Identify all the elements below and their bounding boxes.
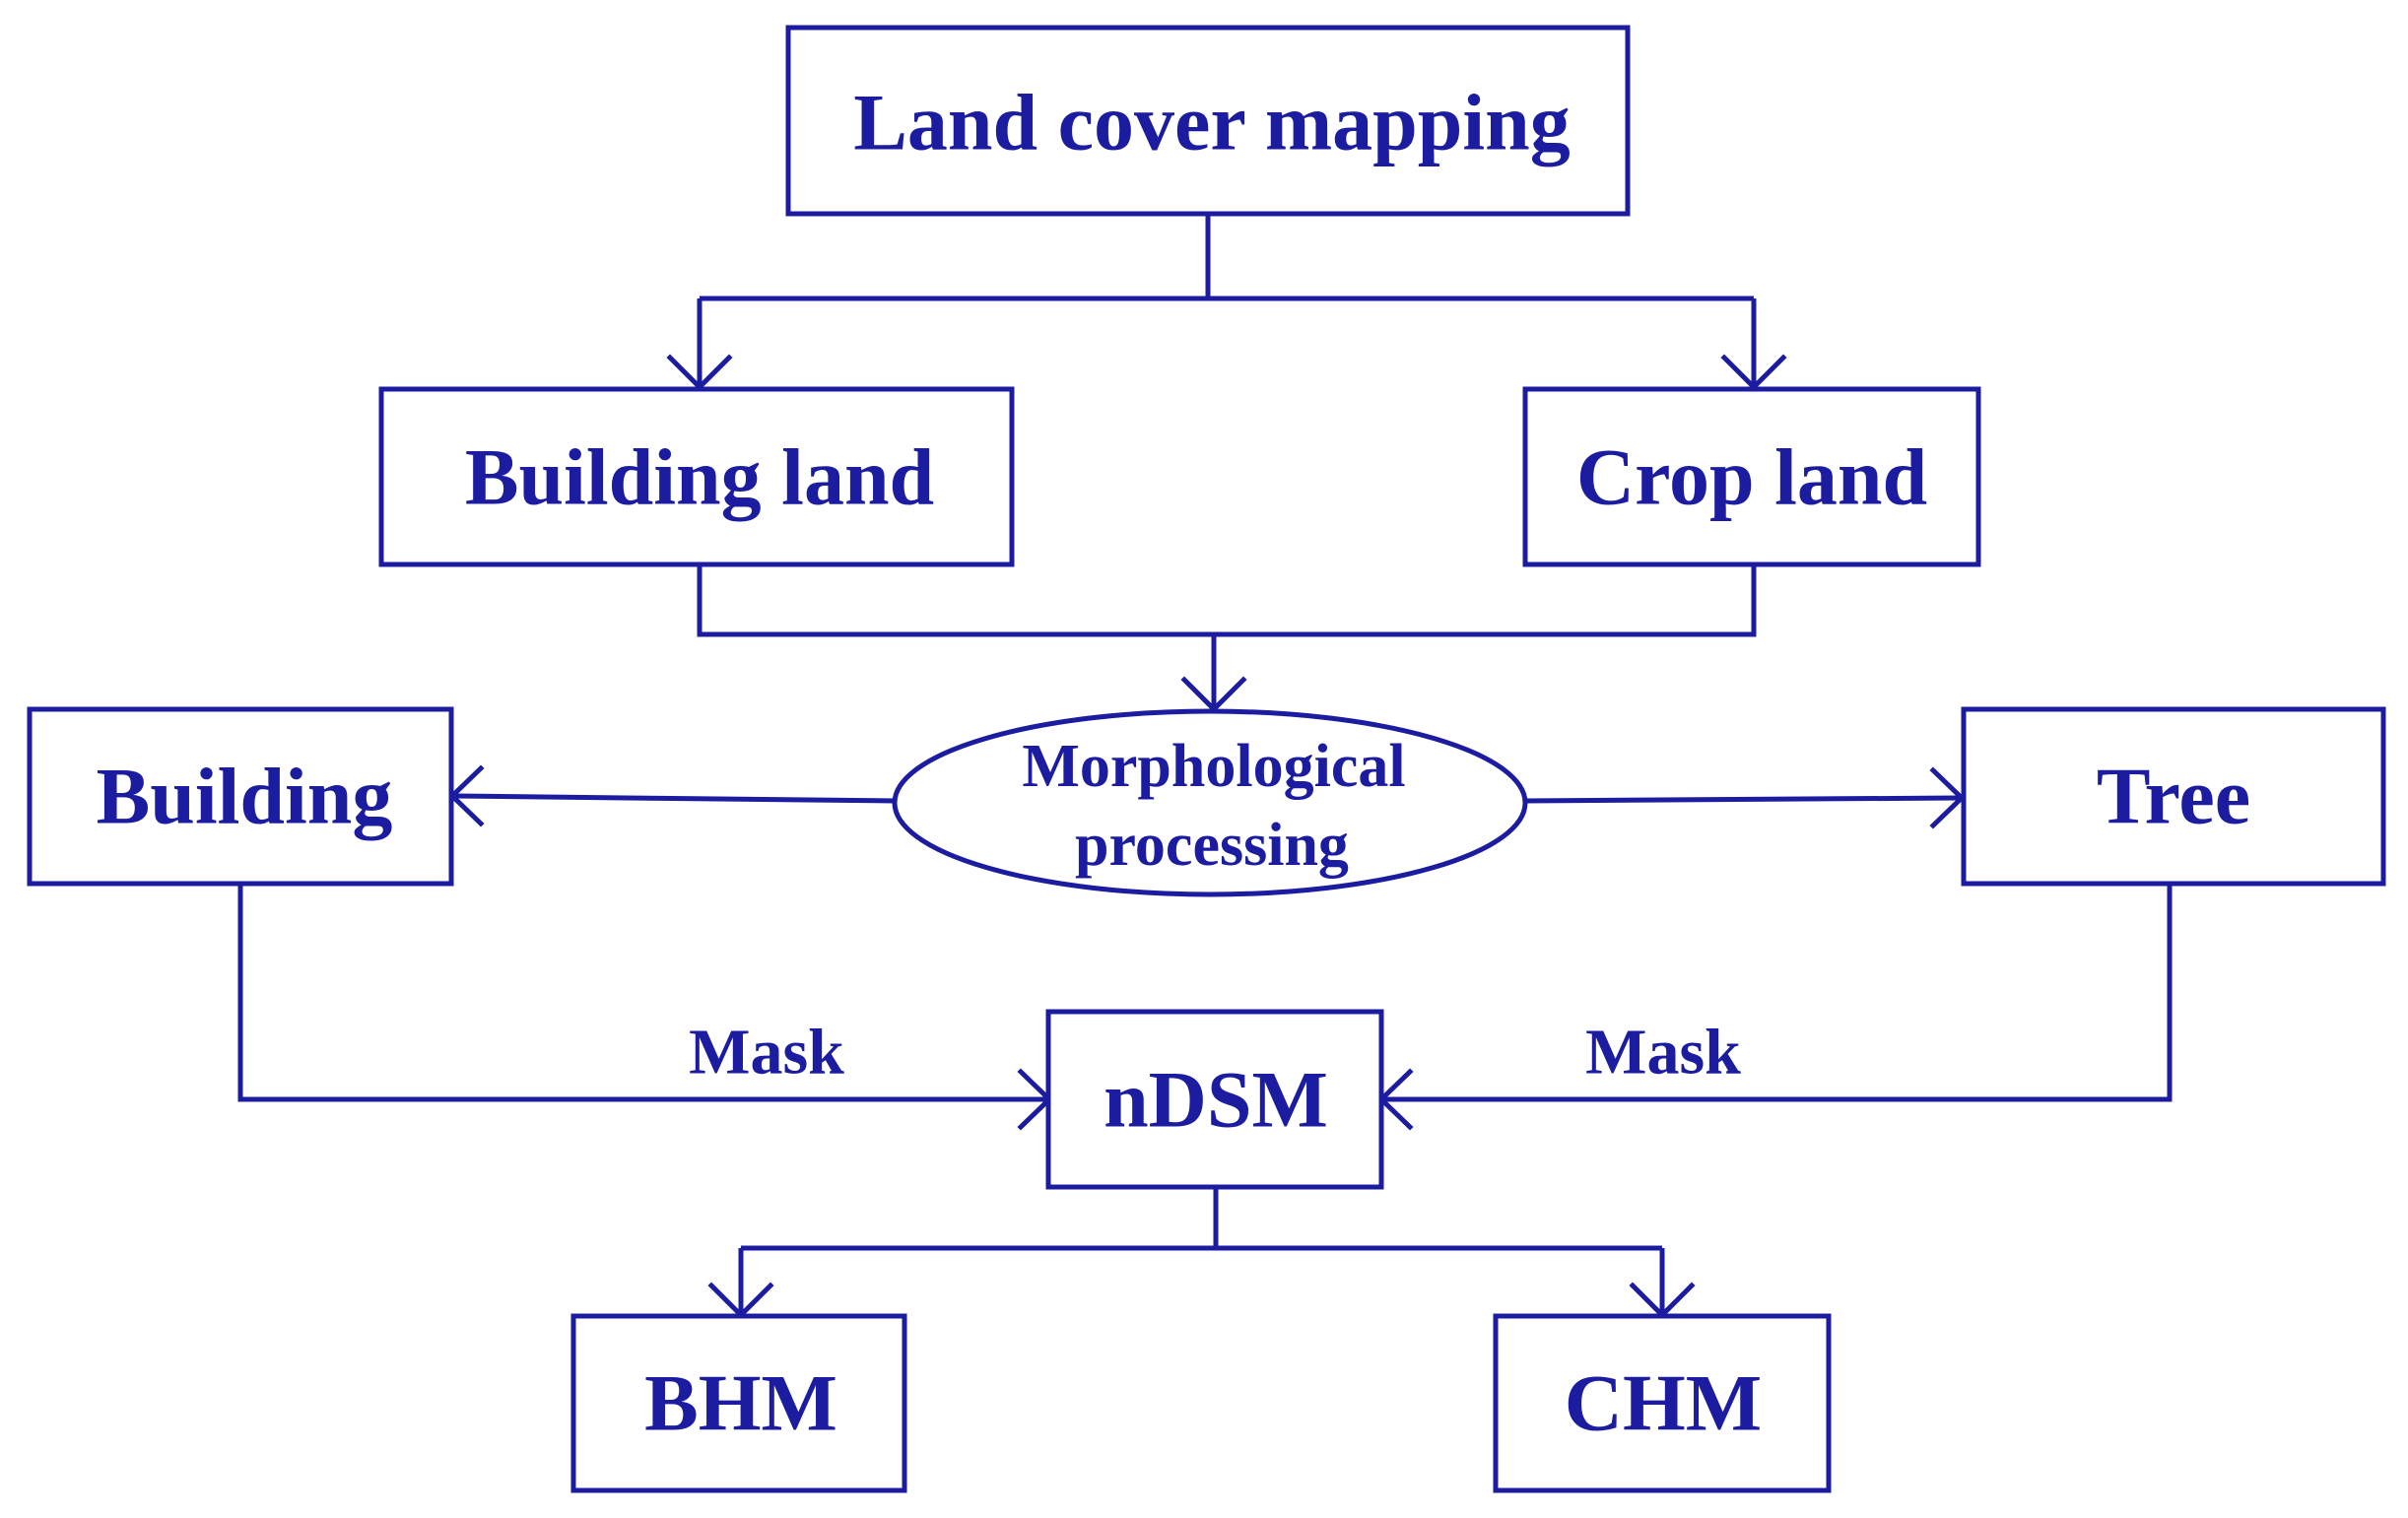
edge-tree-to-ndsm — [1384, 884, 2173, 1102]
node-ndsm: nDSM — [1045, 1009, 1384, 1190]
node-chm: CHM — [1493, 1313, 1832, 1493]
node-bhm: BHM — [570, 1313, 907, 1493]
node-tree-label: Tree — [2097, 752, 2250, 841]
node-building: Building — [27, 706, 454, 887]
node-land-cover-mapping-label: Land cover mapping — [853, 78, 1571, 167]
node-chm-label: CHM — [1565, 1358, 1762, 1448]
edge-merge-to-morph — [697, 566, 1757, 706]
node-land-cover-mapping: Land cover mapping — [785, 25, 1631, 217]
node-morphological-label-line2: processing — [1075, 812, 1349, 879]
node-morphological-label-line1: Morphological — [1022, 733, 1405, 800]
edge-ndsm-split — [738, 1189, 1665, 1312]
node-building-land-label: Building land — [465, 432, 934, 522]
node-morphological-processing: Morphological processing — [892, 708, 1528, 897]
edge-morph-to-tree — [1524, 795, 1960, 804]
node-building-label: Building — [97, 752, 393, 841]
node-crop-land-label: Crop land — [1576, 432, 1927, 522]
node-bhm-label: BHM — [644, 1358, 837, 1448]
node-tree: Tree — [1961, 706, 2386, 887]
node-crop-land: Crop land — [1522, 386, 1981, 567]
node-ndsm-label: nDSM — [1104, 1055, 1328, 1145]
edge-label-mask-left: Mask — [689, 1017, 844, 1089]
edge-lcm-split — [697, 216, 1757, 384]
node-building-land: Building land — [378, 386, 1015, 567]
edge-building-to-ndsm — [237, 884, 1046, 1102]
edge-morph-to-building — [454, 793, 896, 804]
edge-label-mask-right: Mask — [1585, 1017, 1741, 1089]
